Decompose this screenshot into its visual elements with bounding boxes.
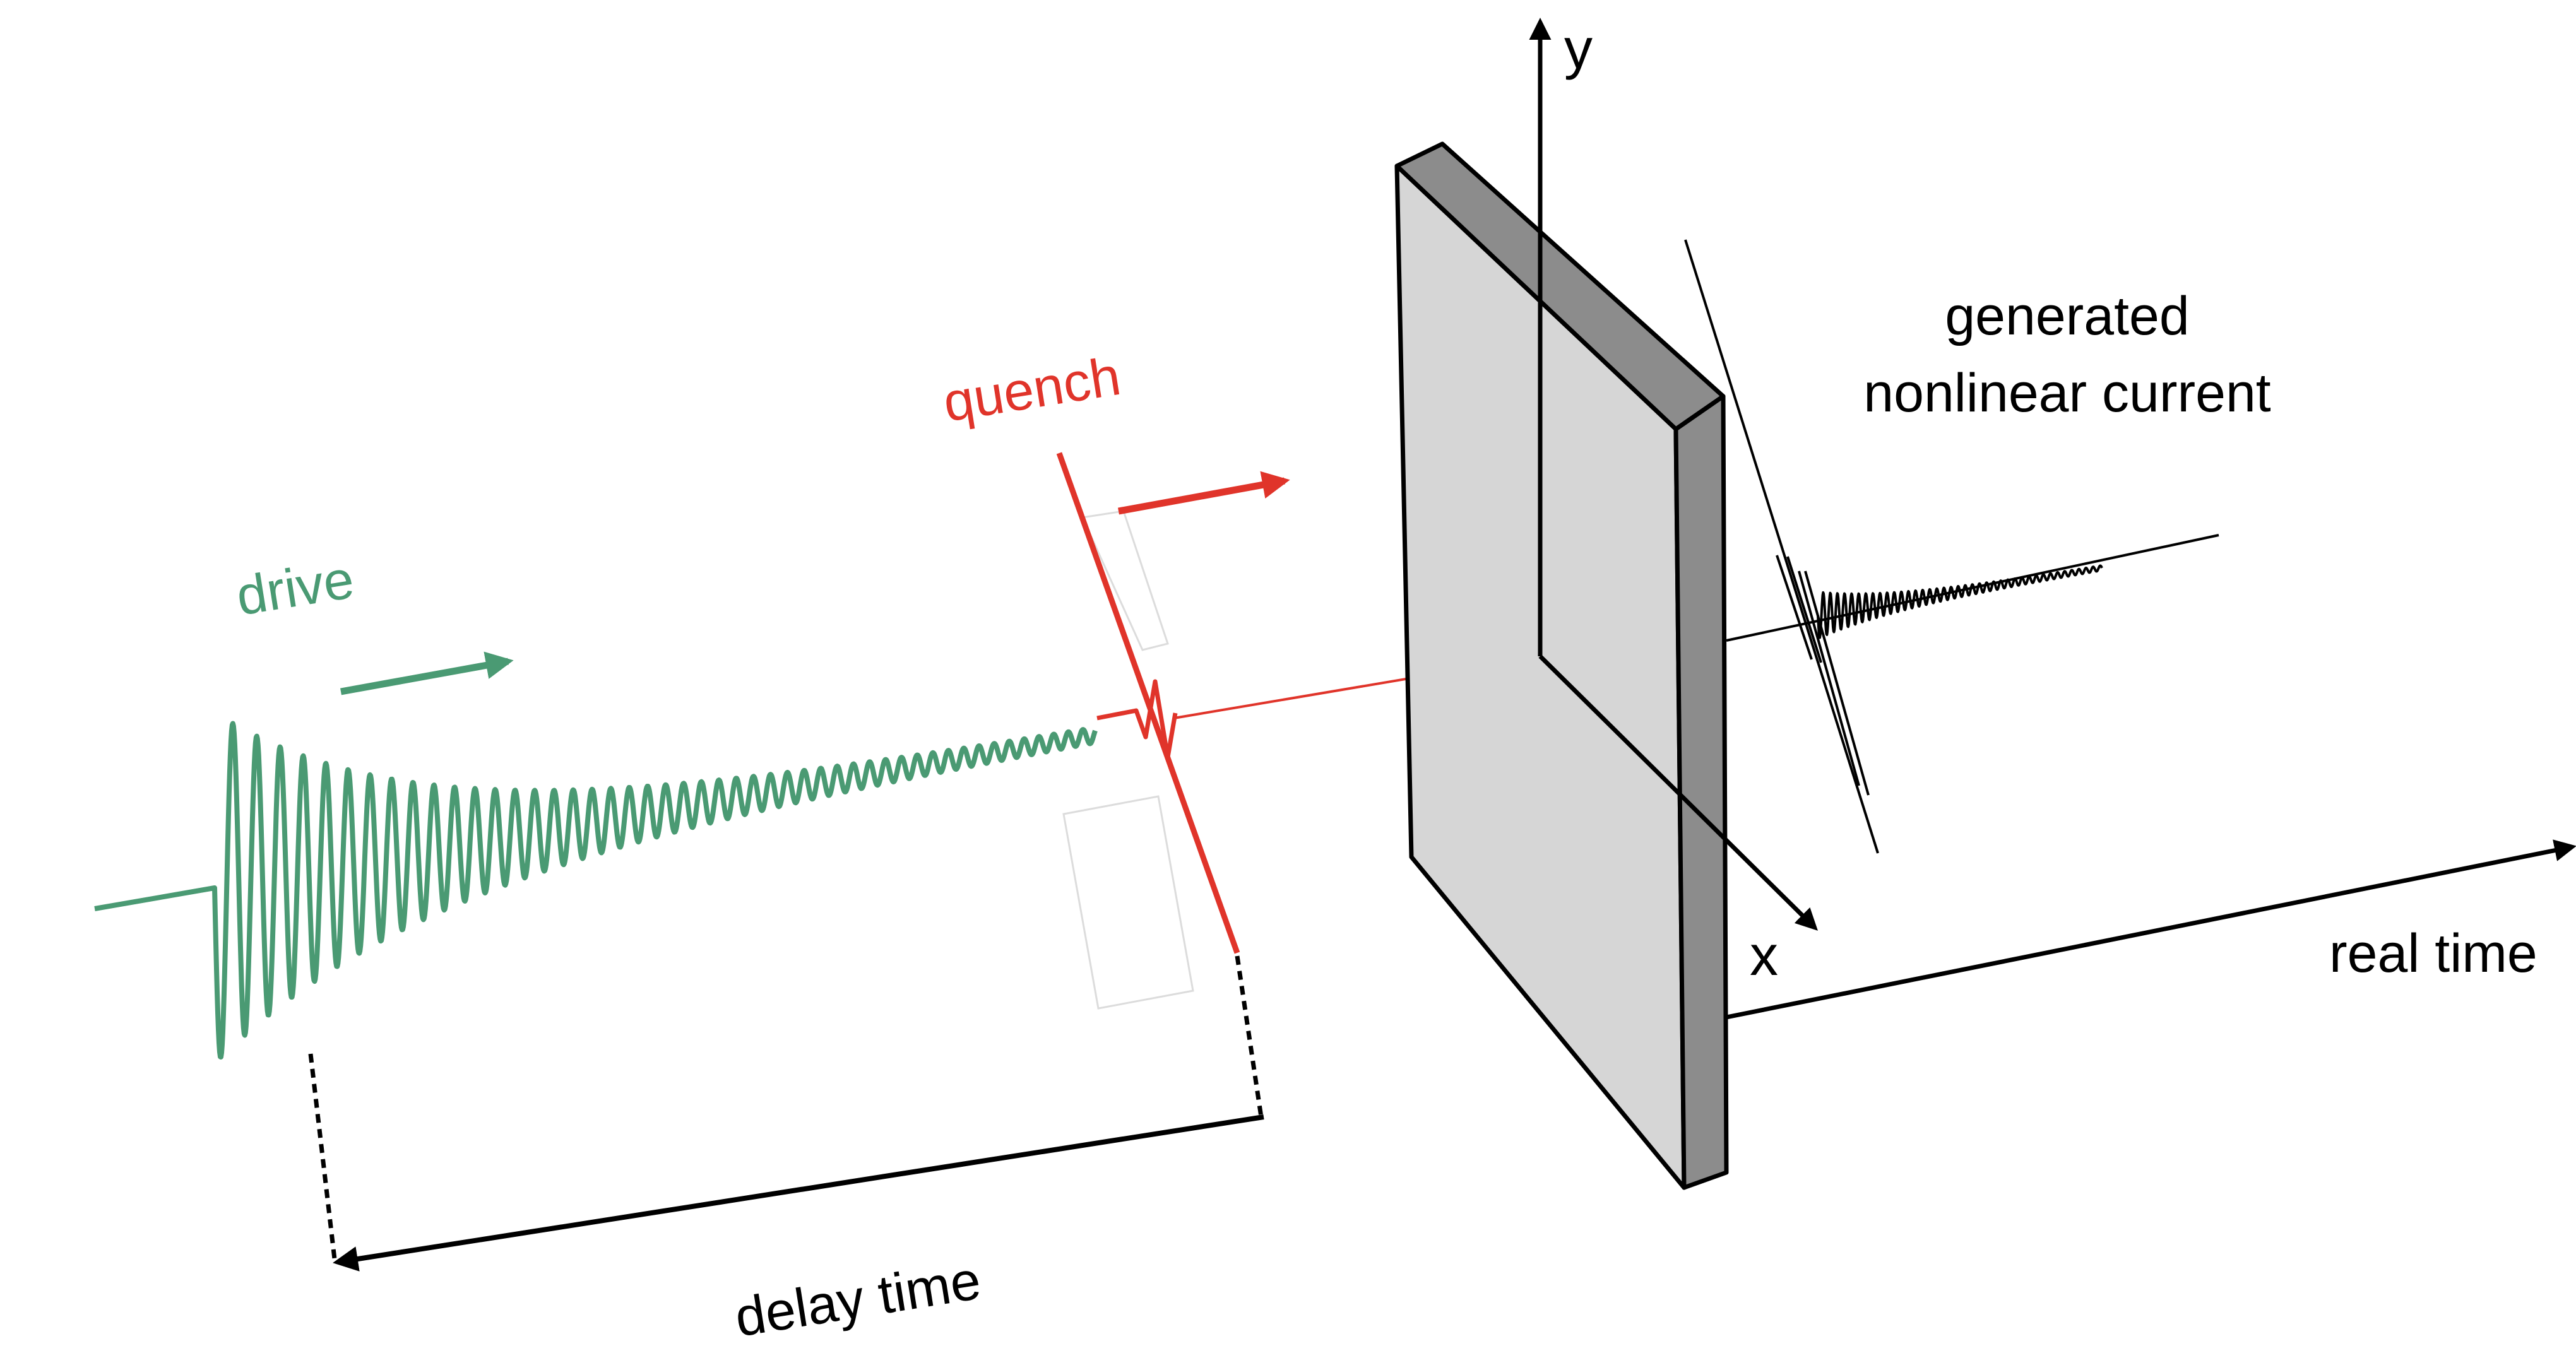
delay-dotted-right [1235,955,1264,1118]
delay-dotted-left [308,1053,337,1260]
x-axis-label: x [1750,924,1778,988]
real-time-axis [1726,839,2576,1020]
faint-guide-rect-upper [1081,510,1169,651]
quench-pulse-wiggle [1096,679,1178,760]
generated-label-line1: generated [1945,286,2189,346]
y-axis-label: y [1564,18,1593,81]
drive-pulse-waveform [94,721,1098,1060]
faint-guide-rect-lower [1062,795,1194,1010]
delay-time-arrow [333,1114,1264,1272]
quench-direction-arrow [1118,471,1290,515]
real-time-label: real time [2329,923,2537,984]
sample-slab-side-edge [1673,394,1729,1190]
x-axis [1538,654,1818,931]
generated-label-line2: nonlinear current [1863,363,2270,423]
delay-time-label: delay time [731,1250,985,1349]
current-pulse-waveform [1817,564,2103,639]
quench-pulse-line [1056,452,1240,954]
current-pulse-spike [1776,555,1870,796]
drive-label: drive [232,549,358,627]
quench-label: quench [939,346,1125,434]
drive-direction-arrow [340,651,514,695]
current-tilt-line [1684,239,1879,854]
